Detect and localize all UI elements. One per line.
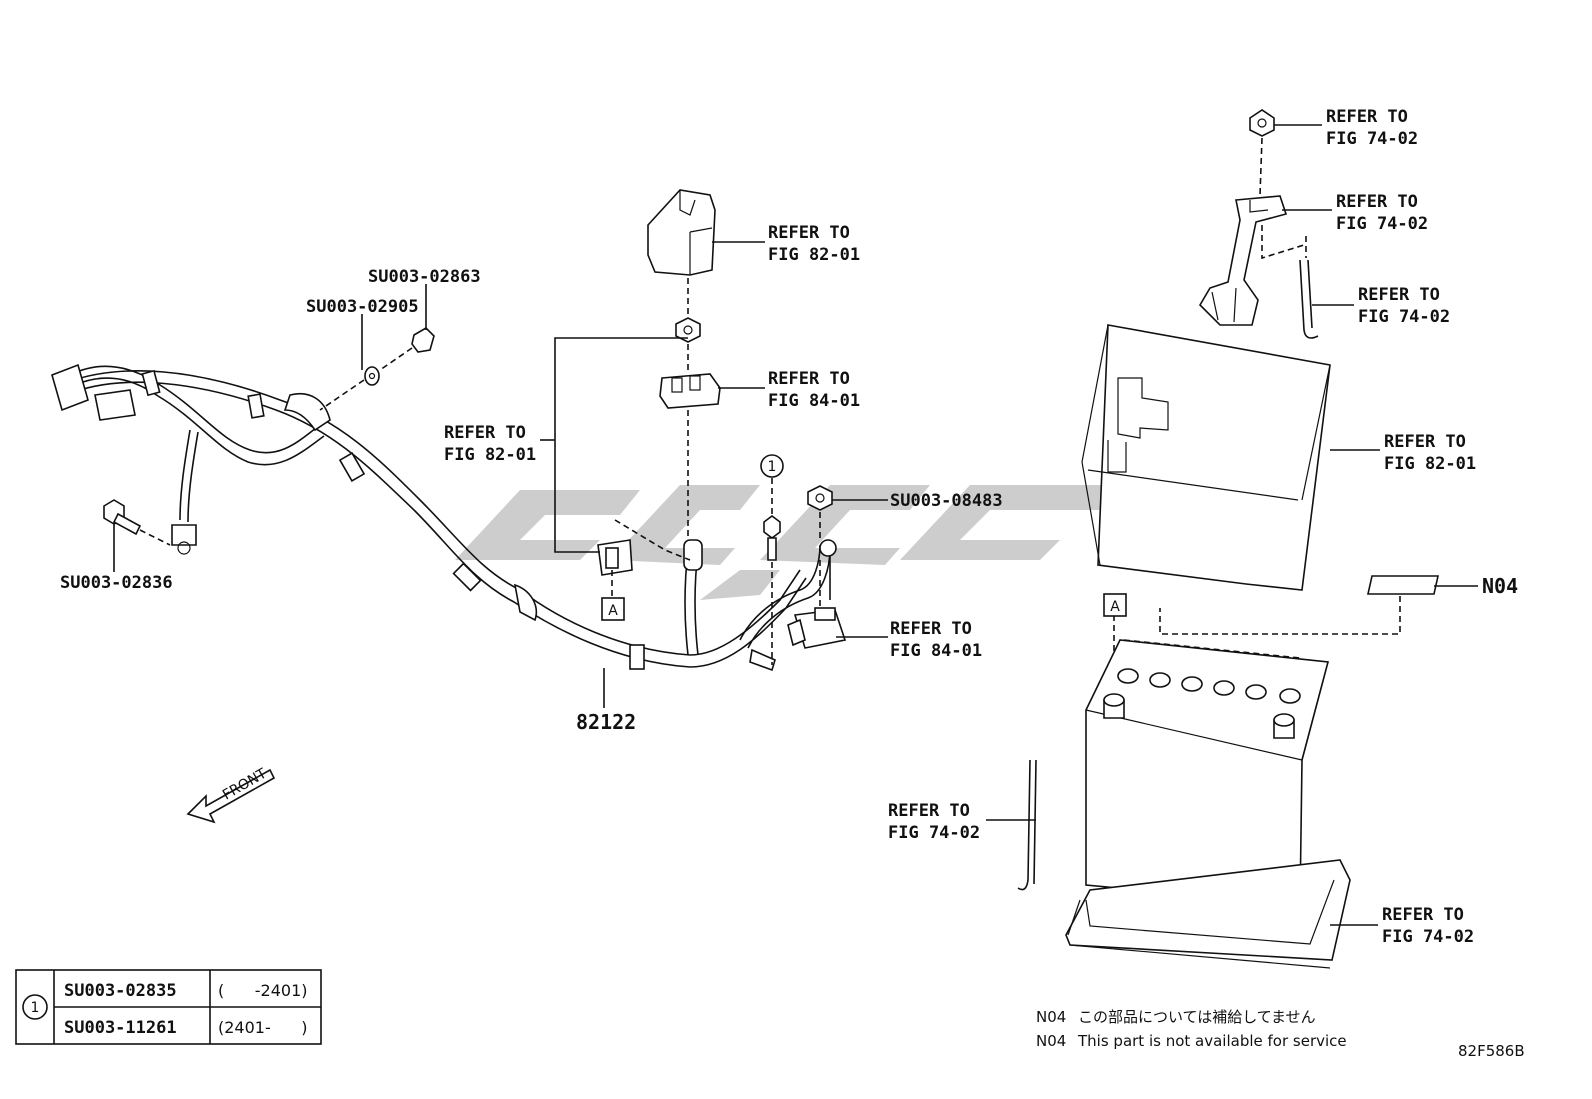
svg-text:この部品については補給してません: この部品については補給してません [1078,1008,1316,1026]
svg-text:REFER TO: REFER TO [1382,905,1464,925]
label-refer-74-02-tray: REFER TO FIG 74-02 [1382,905,1474,947]
svg-text:FIG 74-02: FIG 74-02 [1358,307,1450,327]
battery-cable-harness [51,363,847,672]
svg-text:REFER TO: REFER TO [768,369,850,389]
table-row-part: SU003-02835 [64,981,177,1001]
terminal-clamp [597,519,691,598]
label-su003-02863: SU003-02863 [368,267,481,287]
hold-down-rod [1017,759,1037,891]
svg-text:1: 1 [768,459,777,475]
svg-text:N04: N04 [1036,1032,1066,1050]
svg-text:REFER TO: REFER TO [888,801,970,821]
svg-text:REFER TO: REFER TO [1384,432,1466,452]
hook-rod-top [1299,259,1319,339]
ref-a-right: A [1103,593,1127,617]
svg-text:FIG 84-01: FIG 84-01 [768,391,860,411]
svg-text:FIG 84-01: FIG 84-01 [890,641,982,661]
label-refer-84-01-right: REFER TO FIG 84-01 [890,619,982,661]
label-su003-08483: SU003-08483 [890,491,1003,511]
svg-text:FIG 82-01: FIG 82-01 [768,245,860,265]
front-arrow-icon: FRONT [186,765,276,824]
label-su003-02836: SU003-02836 [60,573,173,593]
svg-text:FIG 82-01: FIG 82-01 [444,445,536,465]
table-row-part: SU003-11261 [64,1018,177,1038]
svg-text:REFER TO: REFER TO [1358,285,1440,305]
svg-text:REFER TO: REFER TO [1336,192,1418,212]
svg-text:REFER TO: REFER TO [890,619,972,639]
svg-text:REFER TO: REFER TO [444,423,526,443]
label-refer-74-02-bolt: REFER TO FIG 74-02 [888,801,980,843]
label-refer-82-01-left: REFER TO FIG 82-01 [444,423,536,465]
svg-text:REFER TO: REFER TO [1326,107,1408,127]
svg-text:FIG 74-02: FIG 74-02 [1336,214,1428,234]
label-refer-74-02-nut: REFER TO FIG 74-02 [1326,107,1418,149]
label-refer-74-02-rod: REFER TO FIG 74-02 [1358,285,1450,327]
label-refer-74-02-clamp: REFER TO FIG 74-02 [1336,192,1428,234]
svg-text:This part is not available for: This part is not available for service [1077,1032,1347,1050]
bolt-ref-1 [763,478,781,665]
battery-tray [1065,859,1351,969]
label-su003-02905: SU003-02905 [306,297,419,317]
battery [1085,639,1330,906]
table-row-range: ( -2401) [218,981,308,1000]
ref-a-left: A [601,597,625,621]
svg-text:1: 1 [31,1000,40,1016]
nut-su003-08483 [807,485,833,608]
label-82122: 82122 [576,710,636,734]
label-refer-84-01-top: REFER TO FIG 84-01 [768,369,860,411]
terminal-block [659,373,721,409]
svg-text:FIG 74-02: FIG 74-02 [888,823,980,843]
nut-su003-02863 [411,326,435,353]
terminal-cover [647,189,716,276]
label-refer-82-01-top: REFER TO FIG 82-01 [768,223,860,265]
svg-text:N04: N04 [1036,1008,1066,1026]
ref-1-callout: 1 [760,454,784,478]
bolt-su003-02836 [103,499,171,546]
svg-text:REFER TO: REFER TO [768,223,850,243]
footnotes: N04 この部品については補給してません N04 This part is no… [1036,1008,1347,1050]
svg-text:A: A [608,603,618,619]
label-n04: N04 [1482,574,1518,598]
washer-su003-02905 [364,366,380,386]
battery-cover [1081,324,1331,591]
n04-label [1159,575,1439,635]
battery-clamp [1198,195,1288,326]
svg-text:FIG 74-02: FIG 74-02 [1326,129,1418,149]
svg-text:FIG 74-02: FIG 74-02 [1382,927,1474,947]
flange-nut-top [675,317,701,343]
table-row-range: (2401- ) [218,1018,308,1037]
label-refer-82-01-cover: REFER TO FIG 82-01 [1384,432,1476,474]
figure-code: 82F586B [1458,1042,1525,1060]
clamp-nut [1249,109,1275,137]
svg-text:A: A [1110,599,1120,615]
watermark-logo [455,485,1120,600]
svg-text:FIG 82-01: FIG 82-01 [1384,454,1476,474]
variant-table: 1 SU003-02835 ( -2401) SU003-11261 (2401… [15,969,322,1045]
